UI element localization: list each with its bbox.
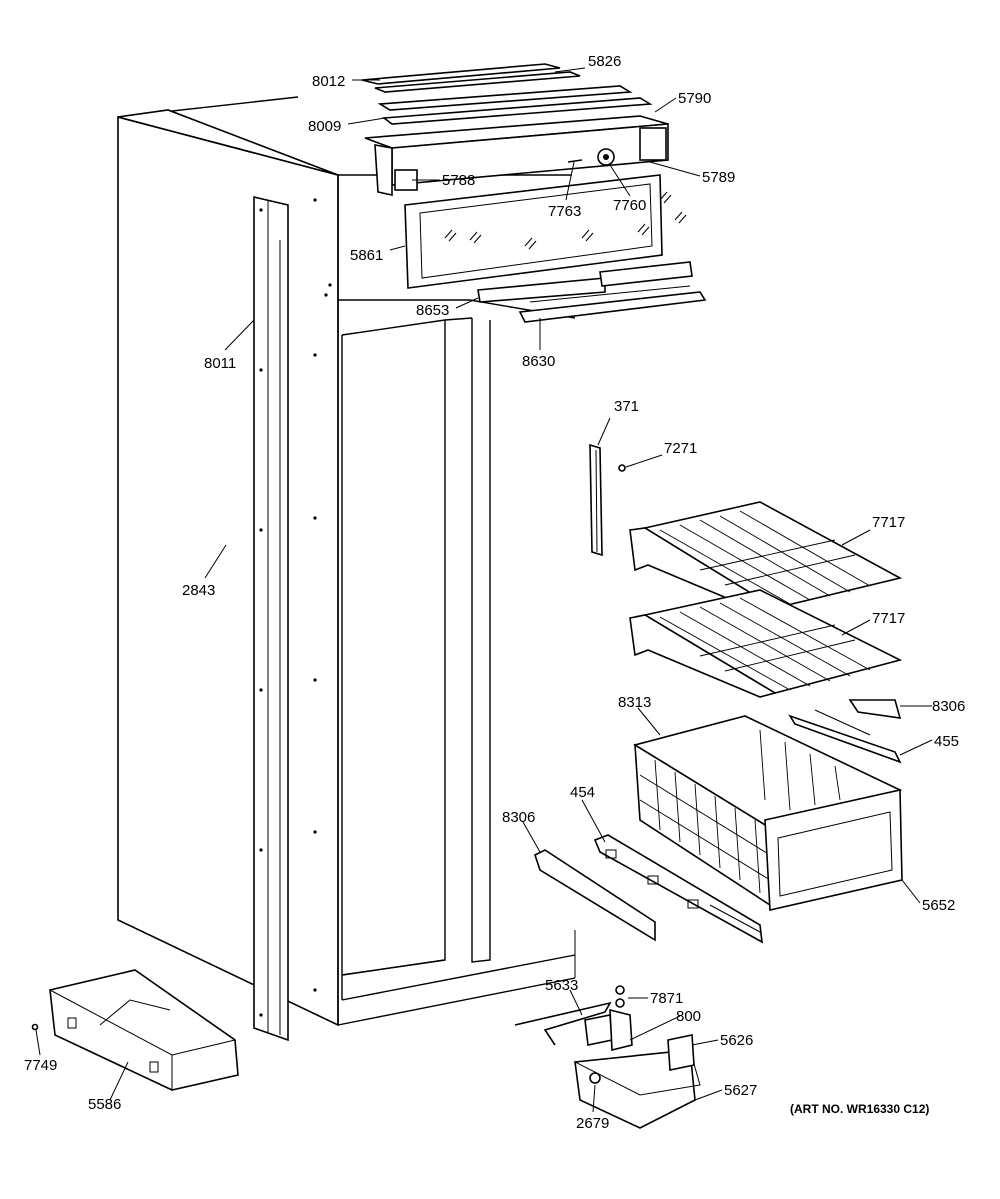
callout-5586: 5586 [88, 1096, 121, 1113]
callout-7717-upper: 7717 [872, 514, 905, 531]
callout-7760: 7760 [613, 197, 646, 214]
callout-5788: 5788 [442, 172, 475, 189]
callout-8012: 8012 [312, 73, 345, 90]
callout-8630: 8630 [522, 353, 555, 370]
shelf-rail-371 [589, 443, 626, 557]
callout-8653: 8653 [416, 302, 449, 319]
callout-7871: 7871 [650, 990, 683, 1007]
shelf-7717-lower [629, 589, 903, 698]
callout-5633: 5633 [545, 977, 578, 994]
callout-2679: 2679 [576, 1115, 609, 1132]
bottom-right-parts [514, 985, 701, 1129]
control-housing [364, 115, 669, 196]
callout-2843: 2843 [182, 582, 215, 599]
callout-454: 454 [570, 784, 595, 801]
callout-8009: 8009 [308, 118, 341, 135]
leader-lines [35, 67, 933, 1113]
callout-7271: 7271 [664, 440, 697, 457]
callout-5861: 5861 [350, 247, 383, 264]
callout-7763: 7763 [548, 203, 581, 220]
callout-5652: 5652 [922, 897, 955, 914]
callout-800: 800 [676, 1008, 701, 1025]
callout-5790: 5790 [678, 90, 711, 107]
callout-455: 455 [934, 733, 959, 750]
callout-8011: 8011 [204, 355, 236, 372]
callout-5826: 5826 [588, 53, 621, 70]
top-trims [361, 63, 653, 125]
housing-5586 [31, 969, 239, 1091]
callout-labels: 8012 5826 8009 5790 5788 5789 7763 7760 … [24, 53, 965, 1132]
callout-8306-left: 8306 [502, 809, 535, 826]
wire-basket-8313 [632, 715, 903, 911]
callout-371: 371 [614, 398, 639, 415]
callout-5626: 5626 [720, 1032, 753, 1049]
callout-5627: 5627 [724, 1082, 757, 1099]
callout-5789: 5789 [702, 169, 735, 186]
callout-8306-right: 8306 [932, 698, 965, 715]
art-number: (ART NO. WR16330 C12) [790, 1102, 929, 1116]
callout-8313: 8313 [618, 694, 651, 711]
slide-rails-left [534, 834, 763, 944]
callout-7749: 7749 [24, 1057, 57, 1074]
slide-rails-right [788, 699, 902, 764]
glass-panel-5861 [404, 174, 687, 289]
callout-7717-lower: 7717 [872, 610, 905, 627]
side-trim-8011 [253, 195, 289, 1042]
shelf-7717-upper [629, 501, 903, 613]
strips-8653-8630 [477, 261, 707, 323]
